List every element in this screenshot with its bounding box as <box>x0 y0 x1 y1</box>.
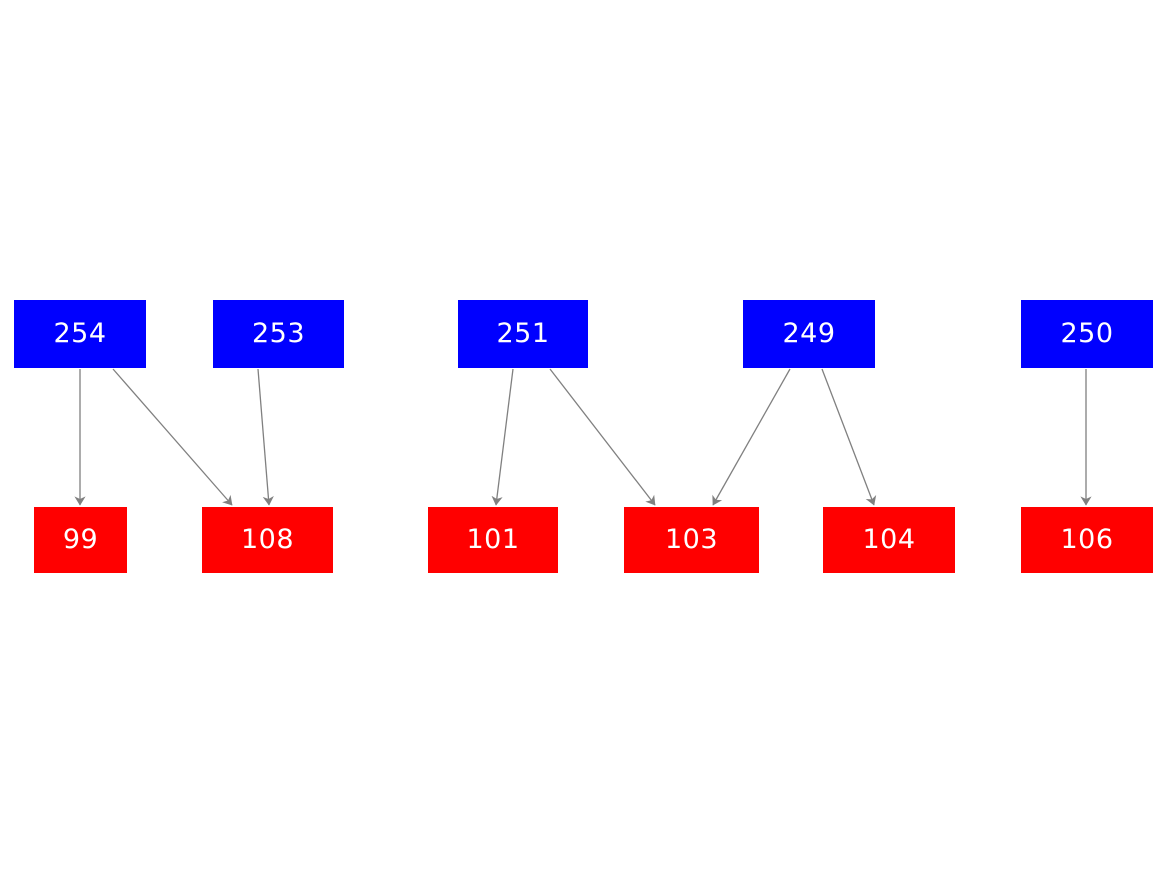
graph-node-label: 254 <box>53 317 107 349</box>
graph-node-label: 103 <box>664 523 719 555</box>
graph-edge-251-to-103 <box>549 368 656 506</box>
graph-node-103[interactable]: 103 <box>624 507 759 573</box>
edges-group <box>74 368 1092 506</box>
graph-node-249[interactable]: 249 <box>743 300 875 368</box>
graph-edge-254-to-108 <box>112 368 233 506</box>
graph-node-label: 251 <box>496 317 550 349</box>
graph-node-label: 101 <box>466 523 520 555</box>
graph-node-108[interactable]: 108 <box>202 507 333 573</box>
graph-node-label: 253 <box>251 317 306 349</box>
graph-node-label: 249 <box>782 317 836 349</box>
graph-edge-249-to-103 <box>712 368 791 506</box>
graph-edge-253-to-108 <box>257 368 274 506</box>
graph-node-106[interactable]: 106 <box>1021 507 1153 573</box>
graph-node-104[interactable]: 104 <box>823 507 955 573</box>
graph-node-251[interactable]: 251 <box>458 300 588 368</box>
graph-node-254[interactable]: 254 <box>14 300 146 368</box>
graph-node-250[interactable]: 250 <box>1021 300 1153 368</box>
graph-node-253[interactable]: 253 <box>213 300 344 368</box>
graph-node-label: 108 <box>240 523 295 555</box>
graph-node-101[interactable]: 101 <box>428 507 558 573</box>
graph-edge-251-to-101 <box>491 368 514 506</box>
graph-node-label: 250 <box>1060 317 1114 349</box>
graph-node-label: 99 <box>62 523 99 555</box>
graph-node-label: 106 <box>1060 523 1114 555</box>
graph-node-99[interactable]: 99 <box>34 507 127 573</box>
graph-edge-249-to-104 <box>821 368 877 506</box>
graph-node-label: 104 <box>862 523 916 555</box>
